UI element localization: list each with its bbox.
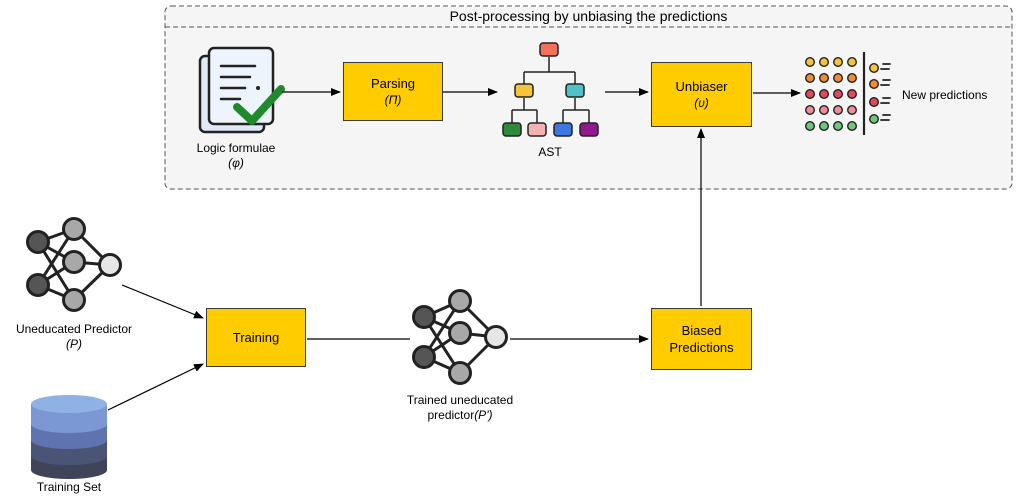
uneducated-symbol: (P) — [66, 337, 82, 351]
trained-line2-wrap: predictor(P') — [388, 408, 532, 423]
predictions-matrix-icon — [805, 52, 891, 135]
checkmark-icon — [233, 85, 285, 125]
training-set-caption: Training Set — [36, 480, 102, 494]
trained-network-icon — [412, 289, 508, 385]
unbiaser-symbol: (υ) — [694, 95, 709, 110]
logic-symbol: (φ) — [228, 156, 244, 170]
training-box: Training — [206, 308, 306, 367]
new-predictions-caption: New predictions — [902, 88, 988, 102]
uneducated-caption: Uneducated Predictor (P) — [0, 322, 148, 352]
parsing-box: Parsing (Π) — [343, 62, 443, 121]
arrow-dataset-to-training — [107, 363, 204, 411]
trained-symbol: (P') — [474, 408, 493, 422]
logic-formulae-caption: Logic formulae (φ) — [176, 141, 296, 171]
biased-line2: Predictions — [669, 340, 734, 355]
ast-tree-icon — [502, 42, 599, 137]
parsing-label: Parsing — [370, 75, 416, 91]
uneducated-label: Uneducated Predictor — [15, 322, 133, 336]
logic-label: Logic formulae — [196, 141, 276, 155]
panel-title: Post-processing by unbiasing the predict… — [449, 8, 728, 24]
unbiaser-label: Unbiaser — [675, 78, 728, 94]
database-icon — [31, 395, 107, 479]
unbiaser-box: Unbiaser (υ) — [651, 62, 752, 127]
biased-predictions-box: Biased Predictions — [651, 308, 752, 370]
ast-caption: AST — [538, 145, 562, 159]
trained-caption: Trained uneducated predictor(P') — [388, 393, 532, 423]
trained-line1: Trained uneducated — [406, 393, 514, 407]
arrow-predictor-to-training — [121, 284, 204, 319]
parsing-symbol: (Π) — [384, 92, 402, 107]
document-icon — [198, 46, 285, 134]
post-processing-panel — [164, 5, 1013, 190]
training-label: Training — [232, 330, 280, 345]
neural-network-icon — [26, 217, 122, 312]
biased-line1: Biased — [681, 323, 722, 338]
trained-line2: predictor — [427, 408, 475, 422]
